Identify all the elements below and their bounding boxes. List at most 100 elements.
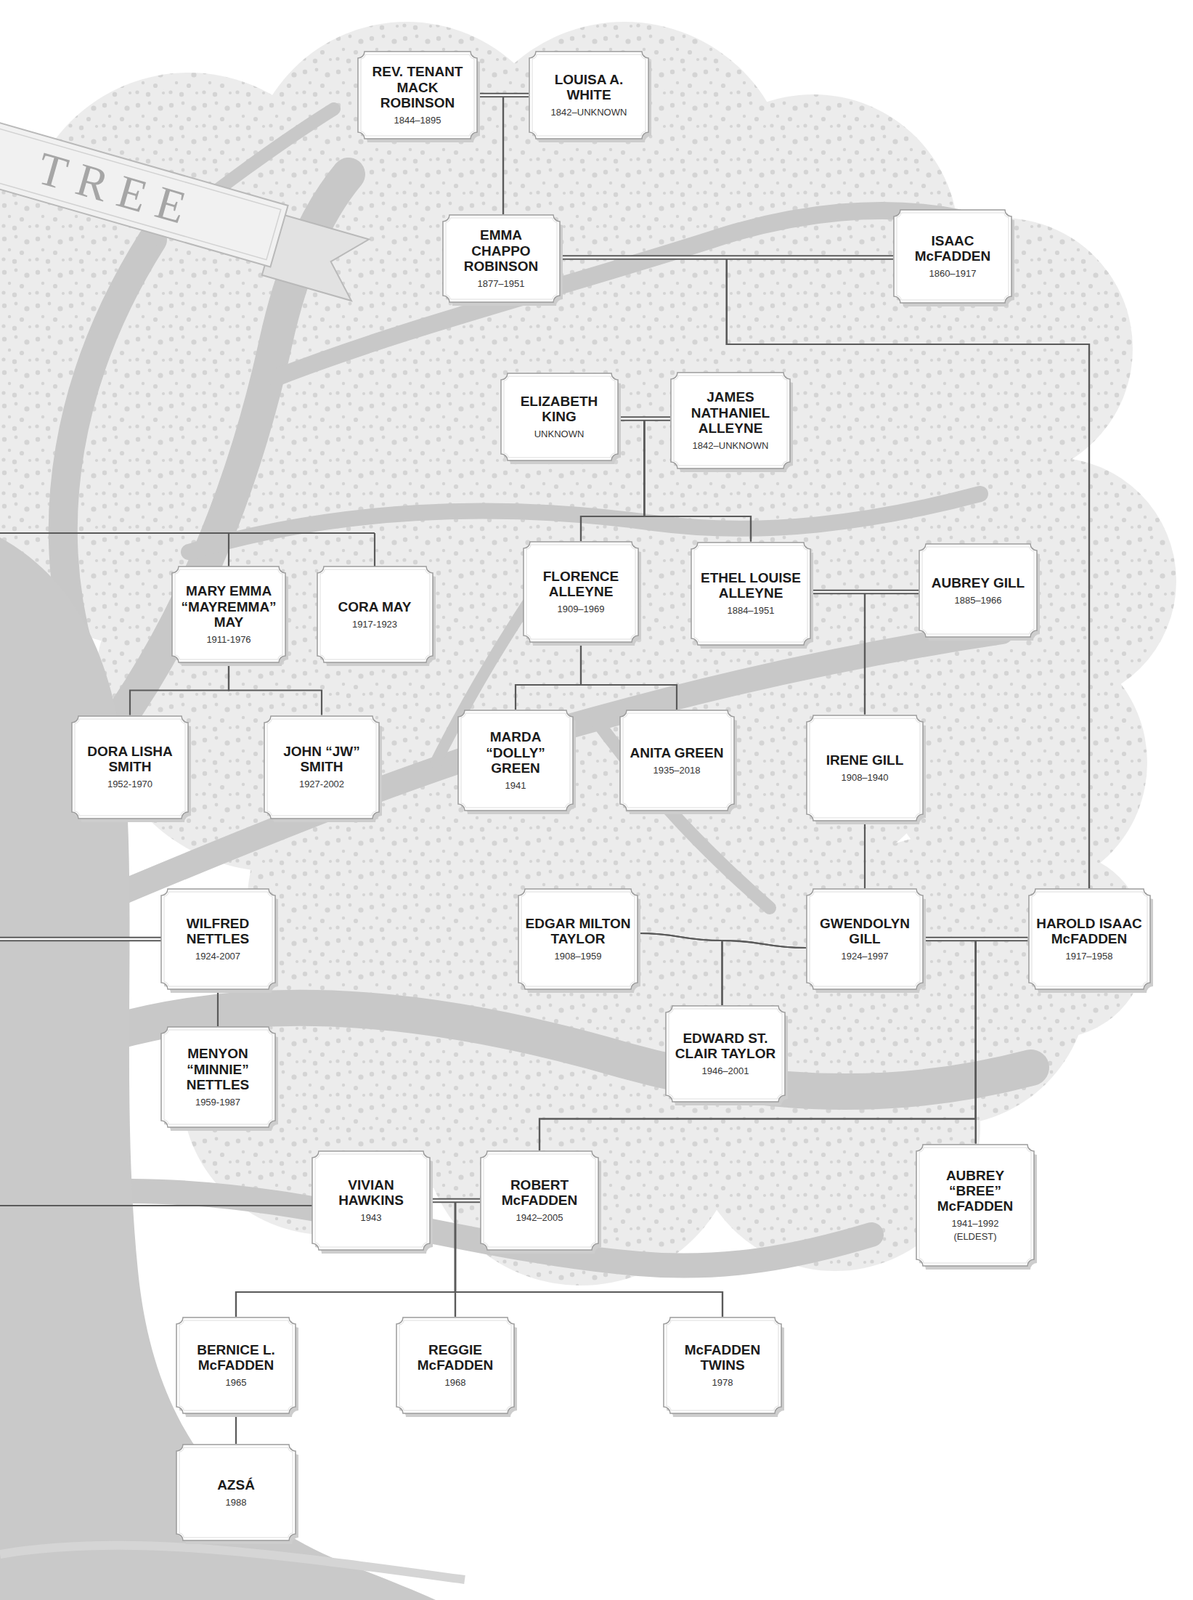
box-inner-border	[179, 1447, 293, 1538]
box-inner-border	[503, 376, 616, 458]
box-inner-border	[922, 546, 1034, 634]
partner-line	[0, 1204, 315, 1207]
life-dates: 1844–1895	[364, 114, 471, 127]
marriage-line-inner	[0, 938, 165, 940]
double-line-outer	[811, 589, 919, 595]
life-dates: 1917–1958	[1035, 950, 1144, 963]
life-dates: 1909–1969	[530, 603, 632, 616]
box-content: ROBERT McFADDEN1942–2005	[487, 1177, 592, 1224]
box-border	[396, 1317, 515, 1414]
person-name: JOHN “JW” SMITH	[270, 743, 373, 775]
box-border	[893, 209, 1012, 303]
box-content: AUBREY “BREE” McFADDEN1941–1992(ELDEST)	[922, 1167, 1028, 1243]
box-content: ISAAC McFADDEN1860–1917	[900, 233, 1005, 280]
box-content: EDWARD ST. CLAIR TAYLOR1946–2001	[672, 1030, 779, 1077]
life-dates: 1941–1992	[922, 1217, 1028, 1230]
double-line-inner	[923, 938, 1029, 940]
box-outline	[805, 714, 924, 822]
box-content: AZSÁ1988	[182, 1476, 289, 1509]
box-inner-border	[694, 545, 808, 642]
box-inner-border	[526, 544, 636, 639]
person-box: ETHEL LOUISE ALLEYNE1884–1951	[690, 541, 812, 646]
life-dates: 1924–1997	[813, 950, 917, 963]
box-inner-border	[164, 1029, 273, 1125]
person-box: IRENE GILL1908–1940	[805, 714, 924, 822]
life-dates: 1917-1923	[323, 618, 427, 631]
ground	[0, 1545, 465, 1580]
person-name: REV. TENANT MACK ROBINSON	[364, 63, 471, 111]
person-box: WILFRED NETTLES1924-2007	[160, 888, 276, 990]
box-content: FLORENCE ALLEYNE1909–1969	[530, 568, 632, 616]
box-inner-border	[461, 713, 570, 808]
tree-canopy	[0, 21, 1177, 1286]
box-border	[806, 888, 923, 989]
double-line-outer	[923, 936, 1029, 942]
life-dates: 1908–1959	[524, 950, 631, 963]
box-content: VIVIAN HAWKINS1943	[318, 1177, 424, 1224]
box-content: JOHN “JW” SMITH 1927-2002	[270, 743, 373, 791]
descent-line	[477, 95, 504, 215]
life-dates: 1877–1951	[449, 278, 554, 290]
box-content: BERNICE L. McFADDEN1965	[182, 1341, 289, 1389]
box-outline	[175, 1443, 297, 1541]
marriage-line	[477, 95, 529, 96]
person-box: FLORENCE ALLEYNE1909–1969	[522, 540, 639, 643]
box-border	[523, 541, 639, 642]
double-line-inner	[430, 1199, 480, 1201]
person-box: AUBREY GILL1885–1966	[918, 543, 1038, 638]
descent-line	[228, 662, 322, 716]
descent-path	[515, 642, 581, 710]
box-outline	[918, 543, 1038, 638]
box-inner-border	[179, 1320, 293, 1411]
tree-trunk	[0, 537, 436, 1600]
descent-line	[503, 95, 529, 215]
double-line-outer	[618, 416, 671, 422]
box-content: McFADDEN TWINS1978	[670, 1341, 775, 1389]
box-content: MARDA “DOLLY” GREEN1941	[464, 729, 567, 791]
person-name: BERNICE L. McFADDEN	[182, 1341, 289, 1374]
person-box: AZSÁ1988	[175, 1443, 297, 1541]
person-name: McFADDEN TWINS	[670, 1341, 775, 1374]
marriage-line	[430, 1200, 480, 1201]
person-name: MARDA “DOLLY” GREEN	[464, 729, 567, 776]
box-inner-border	[809, 891, 920, 987]
box-border	[518, 888, 638, 989]
person-name: CORA MAY	[323, 599, 427, 615]
descent-path	[129, 662, 229, 716]
life-dates: 1988	[182, 1496, 289, 1509]
life-dates: 1885–1966	[925, 594, 1031, 607]
descent-path	[864, 591, 919, 715]
person-name: ELIZABETH KING	[507, 393, 612, 425]
box-border	[691, 542, 811, 645]
descent-path	[503, 95, 529, 215]
life-dates: 1842–UNKNOWN	[535, 106, 642, 119]
person-box: BERNICE L. McFADDEN1965	[175, 1316, 297, 1414]
life-dates: 1927-2002	[270, 778, 373, 791]
descent-path	[217, 989, 219, 1026]
person-box: MENYON “MINNIE” NETTLES1959-1987	[160, 1025, 276, 1128]
person-name: EMMA CHAPPO ROBINSON	[449, 227, 554, 274]
box-border	[357, 51, 478, 139]
partner-wave	[638, 933, 806, 948]
box-border	[161, 1026, 276, 1127]
person-box: HAROLD ISAAC McFADDEN1917–1958	[1028, 888, 1151, 990]
person-name: MARY EMMA “MAYREMMA” MAY	[178, 583, 279, 630]
box-border	[663, 1317, 782, 1414]
person-note: (ELDEST)	[922, 1230, 1028, 1243]
box-inner-border	[267, 718, 377, 816]
descent-line	[580, 642, 677, 710]
box-content: MARY EMMA “MAYREMMA” MAY1911-1976	[178, 583, 279, 645]
box-inner-border	[164, 891, 273, 987]
person-box: CORA MAY 1917-1923	[316, 565, 434, 663]
person-box: VIVIAN HAWKINS1943	[311, 1150, 431, 1251]
box-border	[916, 1144, 1034, 1266]
box-border	[71, 715, 189, 819]
double-line-inner	[618, 417, 671, 419]
descent-line	[811, 591, 865, 715]
person-box: AUBREY “BREE” McFADDEN1941–1992(ELDEST)	[915, 1143, 1035, 1267]
descent-path	[975, 938, 1029, 1144]
descent-line	[515, 642, 581, 710]
box-inner-border	[320, 569, 430, 660]
life-dates: 1842–UNKNOWN	[677, 440, 784, 452]
